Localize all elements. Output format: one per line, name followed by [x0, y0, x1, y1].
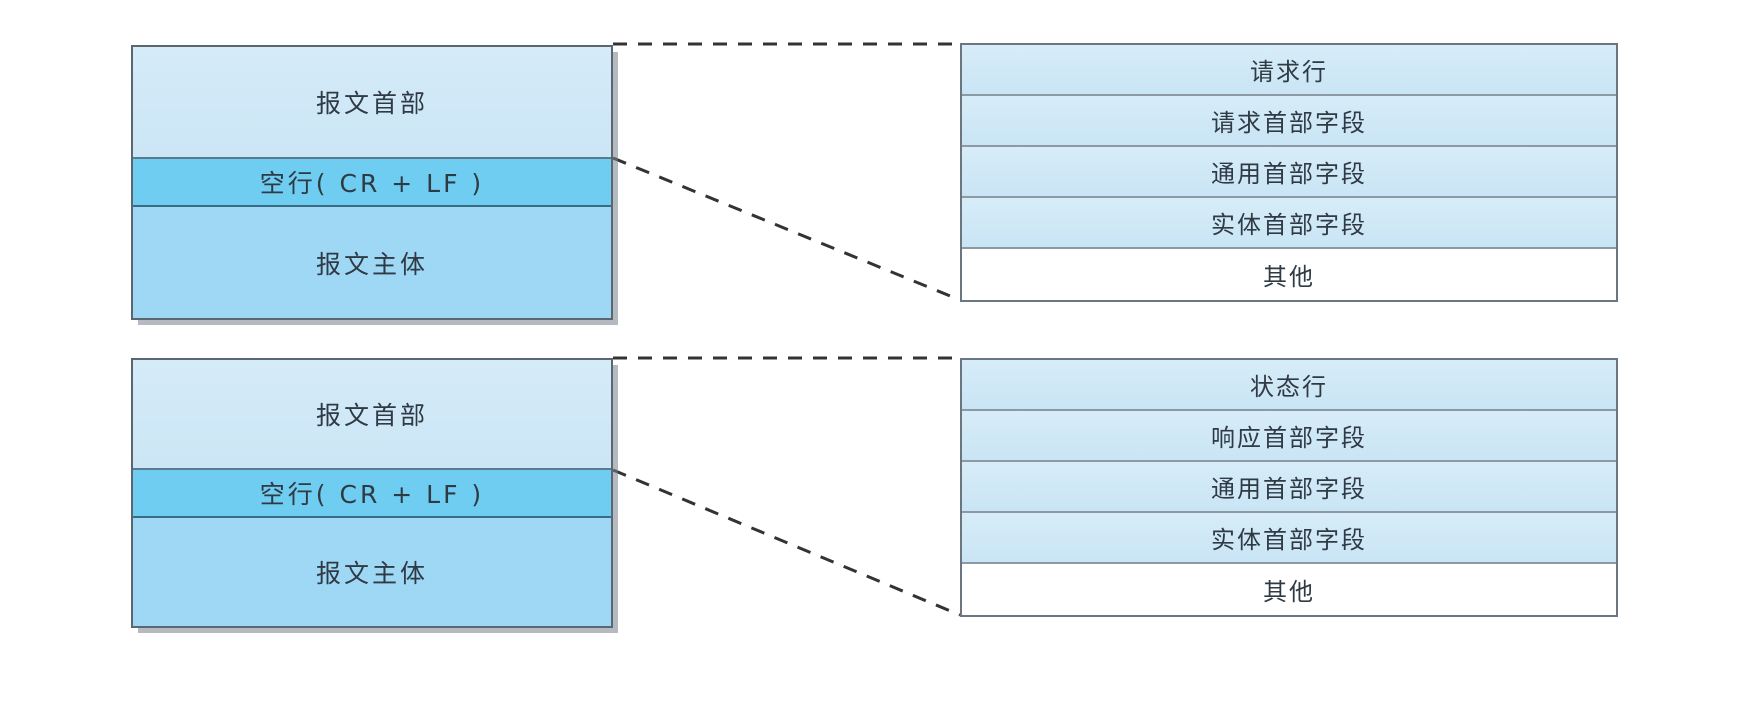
table-row: 实体首部字段 [962, 513, 1616, 564]
table-row: 通用首部字段 [962, 147, 1616, 198]
request-message-block: 报文首部 空行( CR + LF ) 报文主体 [131, 45, 613, 320]
response-message-header-row: 报文首部 [133, 360, 611, 470]
response-message-block: 报文首部 空行( CR + LF ) 报文主体 [131, 358, 613, 628]
request-detail-label-3: 实体首部字段 [1211, 211, 1367, 239]
request-message-header-label: 报文首部 [315, 89, 428, 118]
request-header-detail-table: 请求行 请求首部字段 通用首部字段 实体首部字段 其他 [960, 43, 1618, 302]
response-detail-label-1: 响应首部字段 [1211, 424, 1367, 452]
table-row: 状态行 [962, 360, 1616, 411]
request-detail-label-1: 请求首部字段 [1211, 109, 1367, 137]
response-detail-label-3: 实体首部字段 [1211, 526, 1367, 554]
request-message-body-label: 报文主体 [315, 249, 428, 279]
response-blank-line-row: 空行( CR + LF ) [133, 470, 611, 518]
request-bottom-connector [612, 156, 961, 302]
table-row: 请求行 [962, 45, 1616, 96]
request-blank-line-label: 空行( CR + LF ) [259, 169, 485, 198]
table-row: 请求首部字段 [962, 96, 1616, 147]
response-detail-label-4: 其他 [1263, 578, 1315, 606]
table-row: 实体首部字段 [962, 198, 1616, 249]
response-blank-line-label: 空行( CR + LF ) [259, 480, 485, 509]
response-detail-label-0: 状态行 [1250, 373, 1328, 401]
table-row: 通用首部字段 [962, 462, 1616, 513]
request-message-body-row: 报文主体 [133, 207, 611, 318]
response-message-body-row: 报文主体 [133, 518, 611, 626]
response-message-body-label: 报文主体 [315, 559, 428, 588]
request-blank-line-row: 空行( CR + LF ) [133, 159, 611, 207]
request-detail-label-4: 其他 [1263, 263, 1315, 291]
request-detail-label-0: 请求行 [1250, 58, 1328, 86]
table-row: 其他 [962, 249, 1616, 300]
response-message-header-label: 报文首部 [315, 401, 428, 430]
table-row: 其他 [962, 564, 1616, 615]
table-row: 响应首部字段 [962, 411, 1616, 462]
request-detail-label-2: 通用首部字段 [1211, 160, 1367, 188]
request-message-header-row: 报文首部 [133, 47, 611, 159]
response-header-detail-table: 状态行 响应首部字段 通用首部字段 实体首部字段 其他 [960, 358, 1618, 617]
response-detail-label-2: 通用首部字段 [1211, 475, 1367, 503]
response-bottom-connector [612, 468, 961, 617]
